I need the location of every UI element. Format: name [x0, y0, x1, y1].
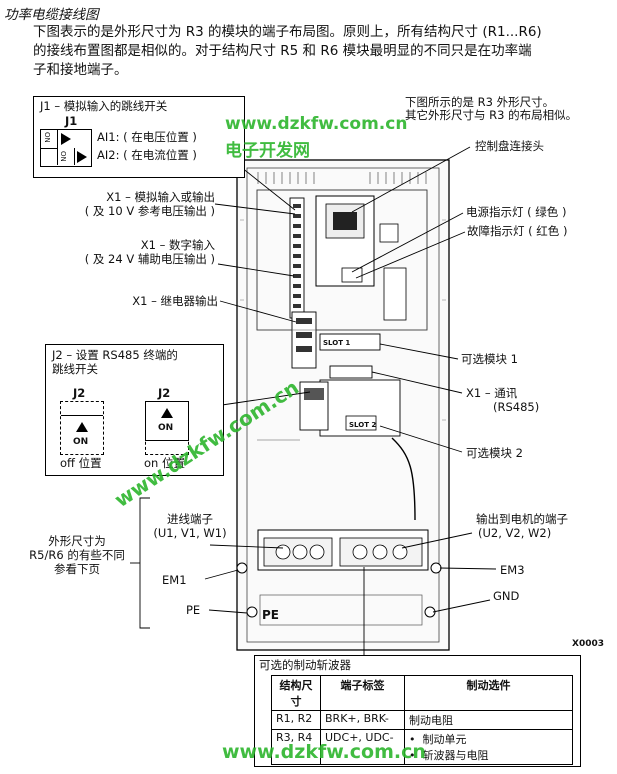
table-row: R1, R2 BRK+, BRK- 制动电阻: [271, 710, 573, 730]
intro-line-1: 下图表示的是外形尺寸为 R3 的模块的端子布局图。原则上，所有结构尺寸 (R1.…: [33, 24, 542, 40]
play-icon: [61, 133, 71, 145]
power-led-label: 电源指示灯 ( 绿色 ): [466, 205, 567, 219]
watermark-site-top: www.dzkfw.com.cn: [225, 114, 408, 134]
j1-ai2: AI2: ( 在电流位置 ): [97, 148, 197, 162]
frame-note-2: 其它外形尺寸与 R3 的布局相似。: [405, 108, 578, 122]
side-note-2: R5/R6 的有些不同: [29, 548, 125, 562]
section-heading: 功率电缆接线图: [4, 7, 99, 23]
panel-connector-label: 控制盘连接头: [475, 139, 544, 153]
option-chopper-resistor: 斩波器与电阻: [422, 749, 489, 762]
table-header-row: 结构尺寸 端子标签 制动选件: [271, 675, 573, 711]
watermark-site-bottom: www.dzkfw.com.cn: [222, 741, 426, 763]
play-icon: [77, 151, 87, 163]
fault-led-label: 故障指示灯 ( 红色 ): [467, 224, 568, 238]
inlet-label-1: 进线端子: [167, 512, 213, 526]
j1-on-1: ON: [43, 132, 51, 143]
j2-switch-off: ON: [60, 401, 104, 455]
frame-note-1: 下图所示的是 R3 外形尺寸。: [405, 95, 555, 109]
j2-title-2: 跳线开关: [52, 362, 98, 376]
table-cell: 制动电阻: [404, 710, 573, 730]
pe-mark: PE: [262, 608, 279, 622]
inlet-label-2: (U1, V1, W1): [153, 526, 227, 540]
j2-on-position: on 位置: [144, 456, 185, 470]
table-cell: BRK+, BRK-: [320, 710, 405, 730]
intro-line-3: 子和接地端子。: [33, 62, 128, 78]
chopper-table: 结构尺寸 端子标签 制动选件 R1, R2 BRK+, BRK- 制动电阻 R3…: [271, 675, 573, 765]
option1-label: 可选模块 1: [461, 352, 518, 366]
motor-label-1: 输出到电机的端子: [476, 512, 568, 526]
x1-relay-label: X1 – 继电器输出: [132, 294, 218, 308]
j1-switch-label: J1: [65, 114, 78, 128]
col-terminal-label: 端子标签: [320, 675, 405, 711]
option-brake-unit: 制动单元: [422, 733, 467, 746]
table-cell: • 制动单元 • 斩波器与电阻: [404, 729, 573, 765]
intro-line-2: 的接线布置图都是相似的。对于结构尺寸 R5 和 R6 模块最明显的不同只是在功率…: [33, 43, 532, 59]
option2-label: 可选模块 2: [466, 446, 523, 460]
j2-title-1: J2 – 设置 RS485 终端的: [52, 348, 178, 362]
j2-switch-on: ON: [145, 401, 189, 455]
x1-analog-label-1: X1 – 模拟输入或输出: [106, 190, 215, 204]
arrow-up-icon: [161, 408, 173, 418]
arrow-up-icon: [76, 422, 88, 432]
x1-comm-label-1: X1 – 通讯: [466, 386, 518, 400]
pe-label: PE: [186, 603, 201, 617]
j1-title: J1 – 模拟输入的跳线开关: [40, 99, 168, 113]
x1-digital-label-1: X1 – 数字输入: [140, 238, 215, 252]
slot2-label: SLOT 2: [349, 421, 377, 429]
j1-on-2: ON: [59, 151, 67, 162]
j2-off-position: off 位置: [60, 456, 102, 470]
j1-switch: ON ON: [40, 129, 92, 167]
j2-off-on-text: ON: [73, 437, 89, 447]
chopper-title: 可选的制动斩波器: [259, 658, 351, 672]
col-brake-option: 制动选件: [404, 675, 573, 711]
watermark-name: 电子开发网: [225, 141, 310, 161]
x1-comm-label-2: (RS485): [493, 400, 540, 414]
x1-analog-label-2: ( 及 10 V 参考电压输出 ): [84, 204, 215, 218]
em1-label: EM1: [162, 573, 187, 587]
table-cell: R3, R4: [271, 729, 321, 765]
x1-digital-label-2: ( 及 24 V 辅助电压输出 ): [84, 252, 215, 266]
gnd-label: GND: [493, 589, 520, 603]
em3-label: EM3: [500, 563, 525, 577]
col-frame-size: 结构尺寸: [271, 675, 321, 711]
table-cell: R1, R2: [271, 710, 321, 730]
side-note-1: 外形尺寸为: [48, 534, 106, 548]
j2-label-off: J2: [73, 386, 86, 400]
slot1-label: SLOT 1: [323, 339, 351, 347]
j1-ai1: AI1: ( 在电压位置 ): [97, 130, 197, 144]
j2-on-on-text: ON: [158, 423, 174, 433]
j2-label-on: J2: [158, 386, 171, 400]
figure-id: X0003: [572, 639, 604, 649]
motor-label-2: (U2, V2, W2): [478, 526, 552, 540]
side-note-3: 参看下页: [54, 562, 100, 576]
table-row: R3, R4 UDC+, UDC- • 制动单元 • 斩波器与电阻: [271, 729, 573, 765]
